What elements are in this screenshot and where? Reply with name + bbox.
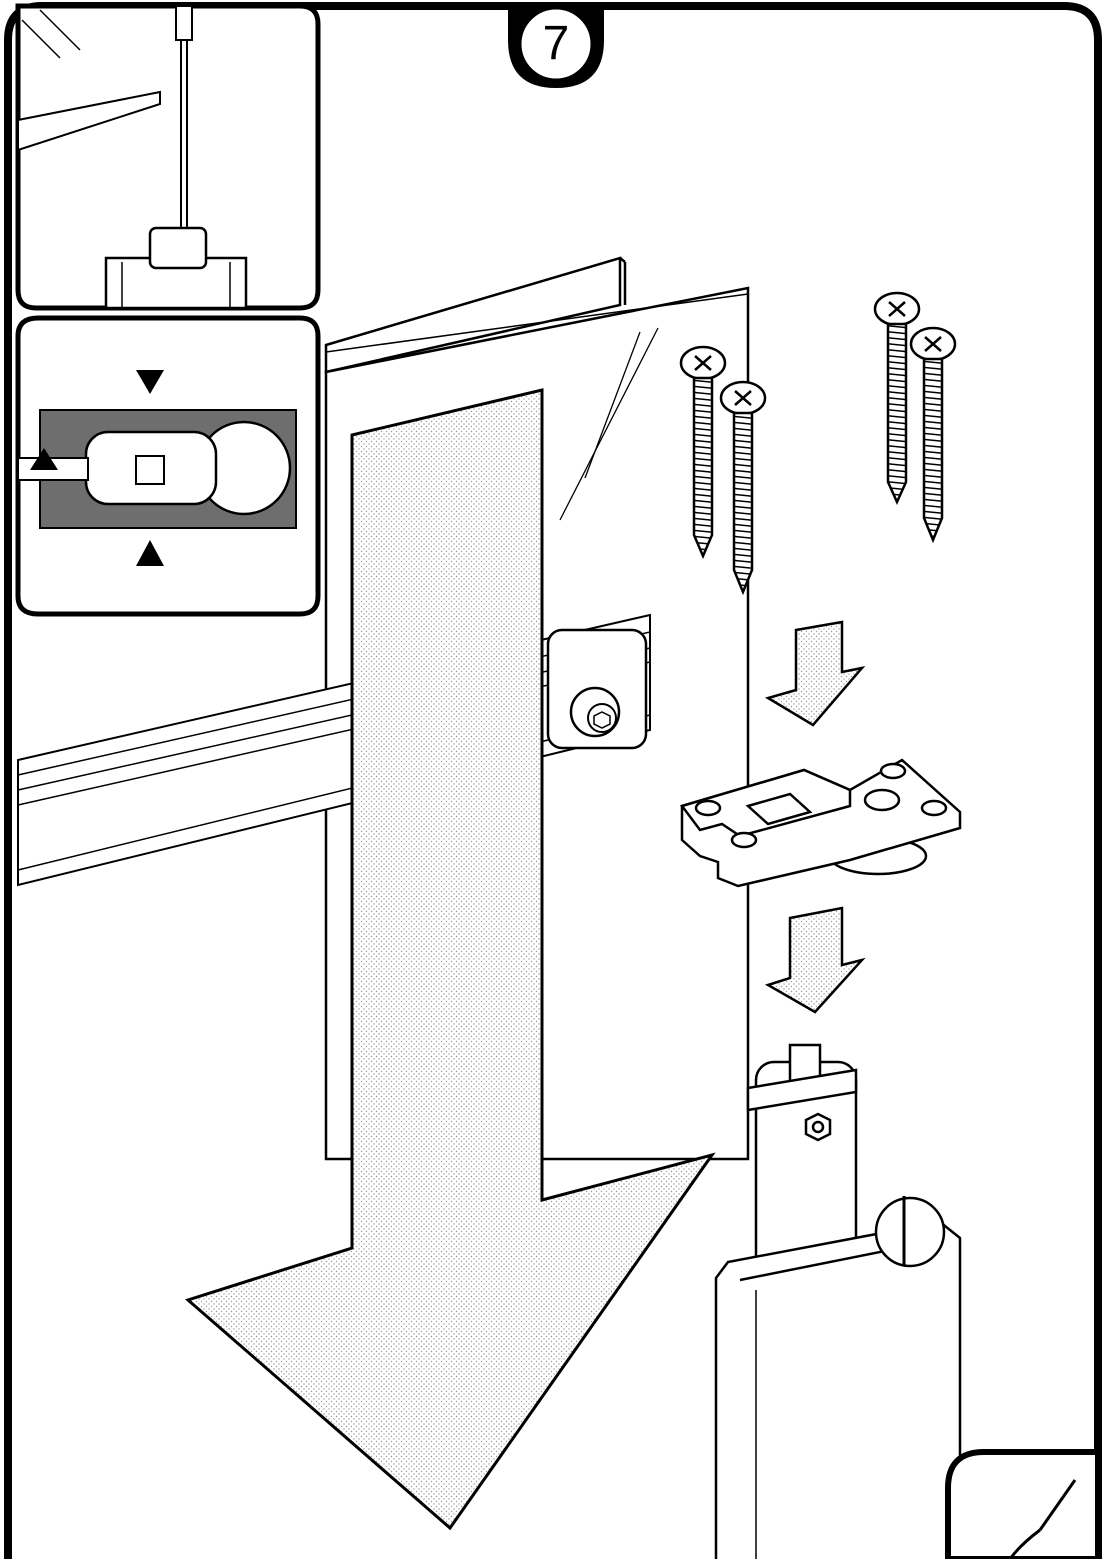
screw-4 — [909, 326, 957, 544]
mounting-bracket — [679, 758, 962, 888]
step-badge — [508, 6, 604, 88]
screwdriver-icon — [945, 1449, 1101, 1562]
small-down-arrow-2 — [764, 906, 866, 1014]
screw-2 — [719, 380, 767, 596]
main-direction-arrow — [184, 388, 716, 1531]
small-down-arrow-1 — [764, 620, 866, 727]
inset-screwdriver-detail — [15, 3, 321, 311]
vertical-profile — [714, 1043, 962, 1564]
inset-clip-detail — [15, 315, 321, 617]
screw-1 — [679, 345, 727, 560]
step-number: 7 — [542, 16, 570, 70]
screw-3 — [873, 291, 921, 506]
